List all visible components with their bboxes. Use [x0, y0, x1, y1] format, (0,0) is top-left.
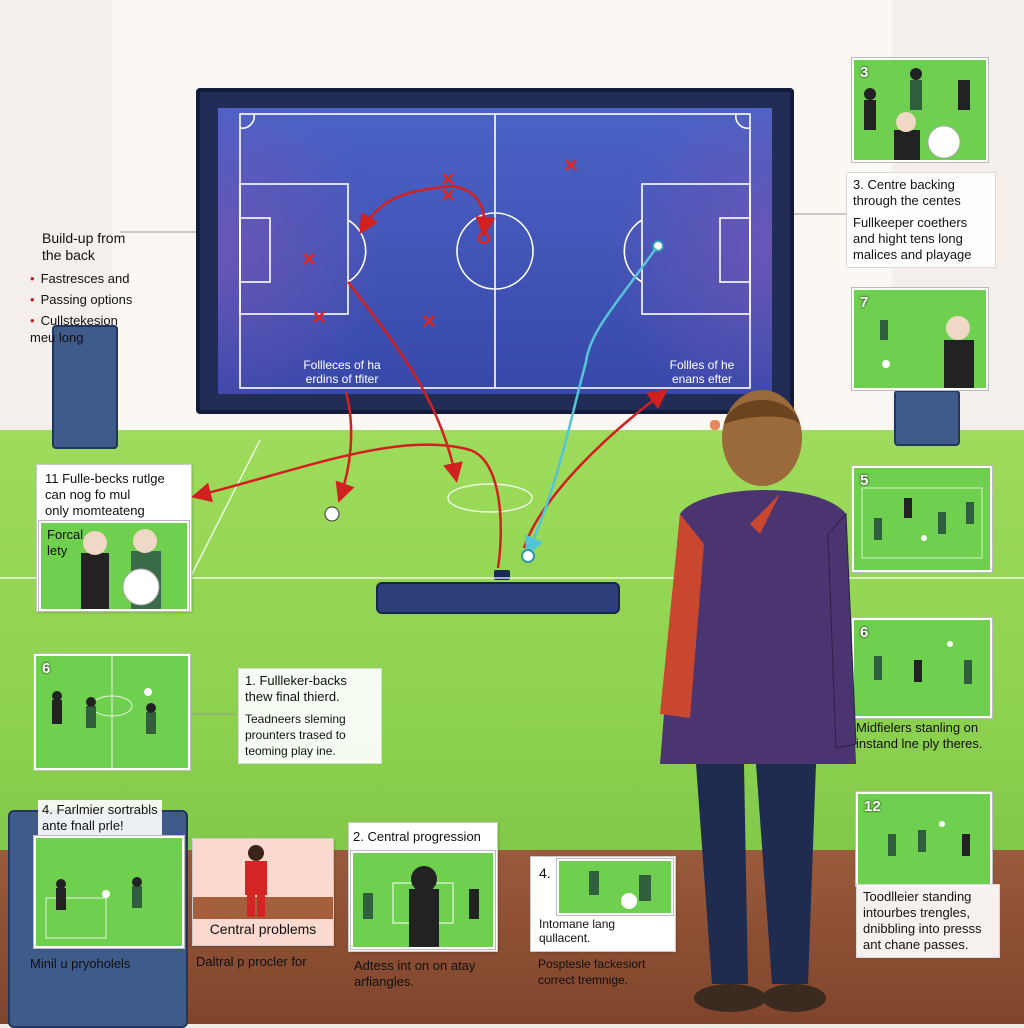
central-problems-label: Central problems	[209, 921, 317, 937]
card-2-title: 2. Central progression	[353, 829, 481, 844]
card-full-backs[interactable]: 11 Fulle-becks rutlge can nog fo mul onl…	[36, 464, 192, 612]
build-up-bullet-2: •Passing options	[30, 292, 133, 307]
card-6-right-number: 6	[860, 624, 869, 641]
card-4b[interactable]: 4. Intomane lang qullacent.	[530, 856, 676, 952]
build-up-bullet-3: •Cullstekesion meu long	[30, 313, 118, 345]
card-12-caption: Toodlleier standing intourbes trengles, …	[856, 884, 1000, 958]
card-12-number: 12	[864, 798, 881, 815]
screen-pitch: Follleces of ha erdins of tfiter Follles…	[218, 108, 772, 394]
card-4b-caption: Posptesle fackesiort correct tremnige.	[538, 957, 646, 987]
tv-stand	[376, 582, 620, 614]
card-3-box[interactable]: 3. Centre backing through the centes Ful…	[846, 172, 996, 268]
card-7-image[interactable]: 7	[852, 288, 988, 390]
card-4-caption: Minil u pryoholels	[30, 956, 131, 971]
tv-cord	[494, 570, 510, 580]
build-up-title: Build-up from the back	[42, 230, 126, 263]
card-12-image[interactable]: 12	[856, 792, 992, 886]
card-3-title: 3. Centre backing through the centes	[853, 177, 961, 208]
card-6-right-caption: Midfielers stanling on instand lne ply t…	[856, 720, 983, 751]
card-full-backs-image: Forcal lety	[39, 521, 189, 611]
pitch-diagram	[218, 108, 772, 394]
card-2-image	[351, 851, 495, 949]
card-full-backs-text: 11 Fulle-becks rutlge can nog fo mul onl…	[45, 471, 165, 518]
card-full-backs-sub: Forcal lety	[47, 527, 84, 558]
card-1-title: 1. Fullleker-backs thew final thierd.	[245, 673, 347, 704]
card-central-problems[interactable]: Central problems	[192, 838, 334, 946]
card-6-left-number: 6	[42, 660, 51, 677]
card-5-number: 5	[860, 472, 869, 489]
card-4b-text: Intomane lang qullacent.	[539, 917, 616, 945]
card-4-title: 4. Farlmier sortrabls ante fnall prle!	[38, 800, 162, 836]
card-4b-image	[557, 859, 673, 915]
right-speaker	[894, 390, 960, 446]
card-3-number: 3	[860, 64, 869, 81]
left-speaker	[52, 325, 118, 449]
screen-caption-left: Follleces of ha erdins of tfiter	[303, 358, 381, 386]
card-6-left-image[interactable]: 6	[34, 654, 190, 770]
card-3-image[interactable]: 3	[852, 58, 988, 162]
card-1-box[interactable]: 1. Fullleker-backs thew final thierd. Te…	[238, 668, 382, 764]
card-6-right-image[interactable]: 6	[852, 618, 992, 718]
card-4-image	[34, 836, 184, 948]
central-problems-caption: Daltral p procler for	[196, 954, 307, 969]
card-4b-number: 4.	[539, 865, 551, 881]
card-5-image[interactable]: 5	[852, 466, 992, 572]
build-up-bullet-1: •Fastresces and	[30, 271, 130, 286]
card-2-caption: Adtess int on on atay arfiangles.	[354, 958, 476, 989]
card-central-progression[interactable]: 2. Central progression	[348, 822, 498, 952]
screen-caption-right: Follles of he enans efter	[669, 358, 735, 386]
coach-figure	[660, 390, 857, 1012]
card-4[interactable]: 4. Farlmier sortrabls ante fnall prle! M…	[8, 800, 188, 1028]
card-1-bullet: Teadneers sleming prounters trased to te…	[245, 712, 346, 758]
tactics-screen: Follleces of ha erdins of tfiter Follles…	[196, 88, 794, 414]
player-figure	[193, 845, 333, 919]
card-3-text: Fullkeeper coethers and hight tens long …	[853, 215, 972, 262]
build-up-note: Build-up from the back •Fastresces and •…	[30, 230, 192, 346]
card-7-number: 7	[860, 294, 869, 311]
